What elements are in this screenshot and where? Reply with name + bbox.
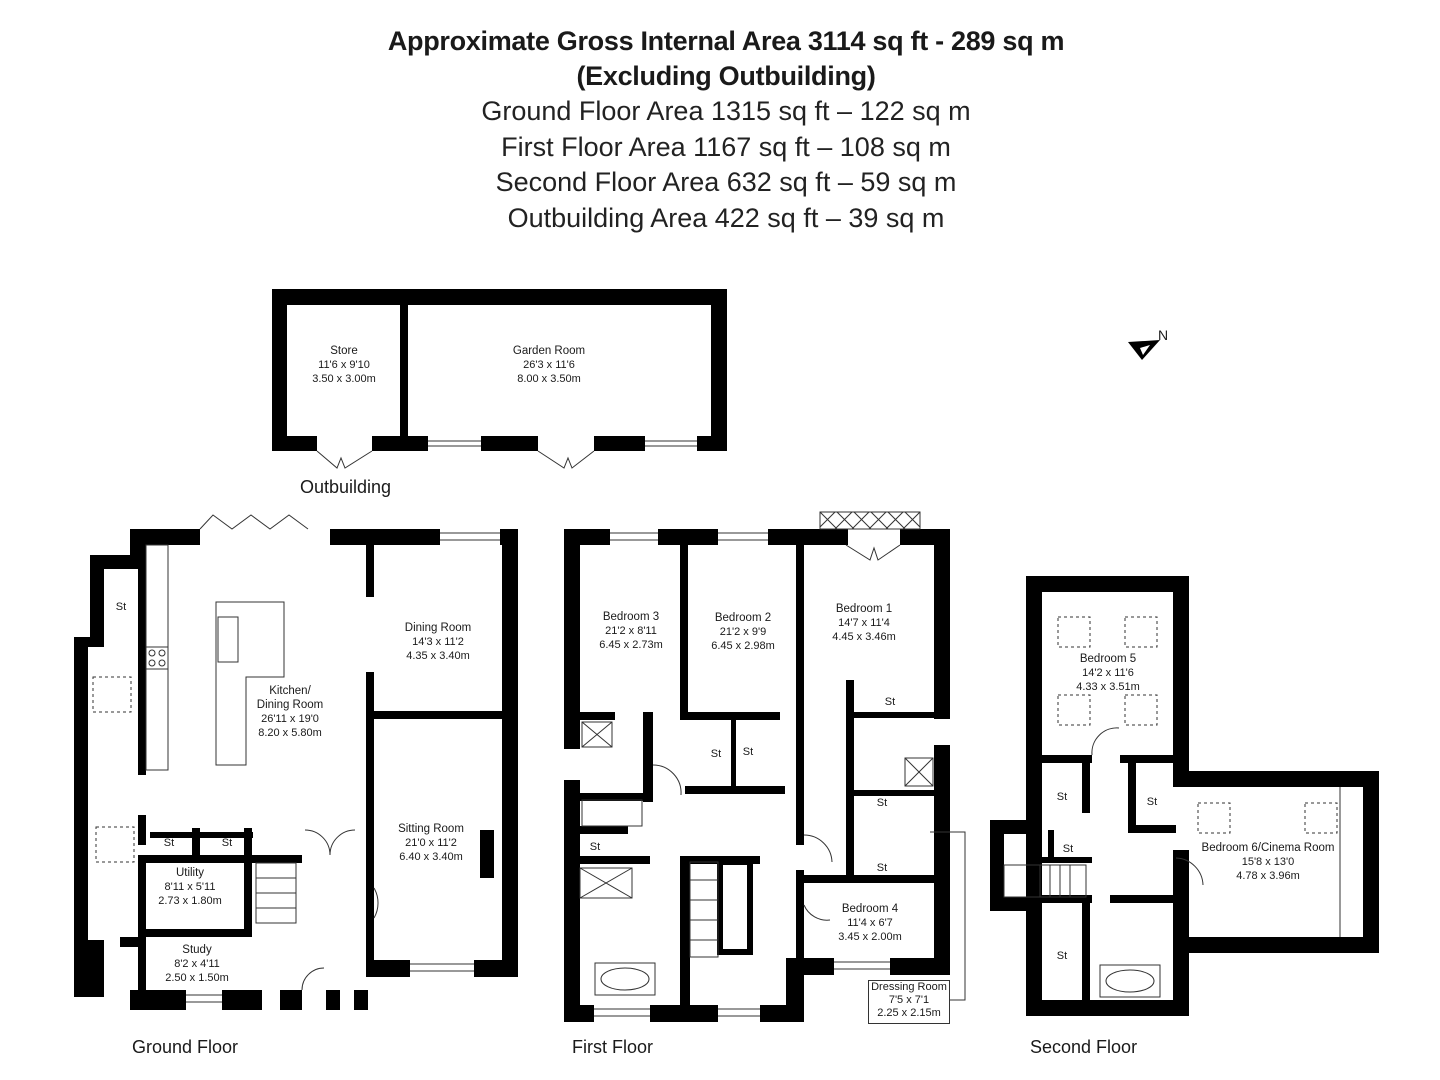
room-metric: 2.73 x 1.80m	[158, 895, 222, 907]
gross-area-title: Approximate Gross Internal Area 3114 sq …	[387, 26, 1065, 56]
store-label: St	[742, 746, 754, 758]
store-label: St	[1062, 843, 1074, 855]
room-imperial: 8'2 x 4'11	[174, 958, 220, 970]
room-metric: 6.40 x 3.40m	[399, 851, 463, 863]
gross-area-subtitle: (Excluding Outbuilding)	[576, 61, 876, 91]
room-study: Study 8'2 x 4'11 2.50 x 1.50m	[165, 943, 229, 985]
room-dressing-room: Dressing Room 7'5 x 7'1 2.25 x 2.15m	[868, 980, 950, 1024]
room-metric: 6.45 x 2.73m	[599, 639, 663, 651]
room-bedroom-2: Bedroom 2 21'2 x 9'9 6.45 x 2.98m	[711, 611, 775, 653]
room-name: Dining Room	[404, 622, 472, 634]
store-label: St	[710, 748, 722, 760]
room-name: Study	[182, 944, 212, 956]
room-metric: 6.45 x 2.98m	[711, 640, 775, 652]
room-imperial: 21'0 x 11'2	[405, 837, 457, 849]
store-label: St	[1056, 791, 1068, 803]
room-name: Bedroom 6/Cinema Room	[1201, 842, 1335, 854]
north-label: N	[1158, 327, 1169, 343]
room-name: Bedroom 2	[714, 612, 772, 624]
store-label: St	[884, 696, 896, 708]
store-label: St	[876, 862, 888, 874]
room-name: Bedroom 3	[602, 611, 660, 623]
room-imperial: 7'5 x 7'1	[888, 994, 930, 1006]
room-imperial: 11'6 x 9'10	[318, 359, 370, 371]
room-metric: 4.45 x 3.46m	[832, 631, 896, 643]
room-metric: 3.50 x 3.00m	[312, 373, 376, 385]
room-name: Dressing Room	[871, 981, 947, 993]
room-imperial: 21'2 x 8'11	[605, 625, 657, 637]
store-label: St	[1146, 796, 1158, 808]
room-metric: 8.00 x 3.50m	[517, 373, 581, 385]
room-sitting-room: Sitting Room 21'0 x 11'2 6.40 x 3.40m	[398, 822, 464, 864]
second-floor-label: Second Floor	[1030, 1037, 1138, 1057]
area-summary: Approximate Gross Internal Area 3114 sq …	[0, 24, 1440, 236]
store-label: St	[163, 837, 175, 849]
room-utility: Utility 8'11 x 5'11 2.73 x 1.80m	[158, 866, 222, 908]
store-label: St	[876, 797, 888, 809]
room-name: Sitting Room	[398, 823, 464, 835]
room-kitchen-dining: Kitchen/ Dining Room 26'11 x 19'0 8.20 x…	[257, 684, 323, 740]
room-metric: 4.33 x 3.51m	[1076, 681, 1140, 693]
room-metric: 8.20 x 5.80m	[258, 727, 322, 739]
room-imperial: 14'2 x 11'6	[1082, 667, 1134, 679]
store-label: St	[1056, 950, 1068, 962]
room-bedroom-4: Bedroom 4 11'4 x 6'7 3.45 x 2.00m	[838, 902, 902, 944]
room-imperial: 11'4 x 6'7	[847, 917, 893, 929]
room-imperial: 26'11 x 19'0	[261, 713, 319, 725]
room-imperial: 14'3 x 11'2	[412, 636, 464, 648]
north-arrow-icon	[1128, 340, 1160, 360]
first-floor-label: First Floor	[572, 1037, 653, 1057]
room-imperial: 15'8 x 13'0	[1241, 856, 1295, 868]
room-name: Bedroom 1	[835, 603, 893, 615]
first-floor-area: First Floor Area 1167 sq ft – 108 sq m	[501, 131, 951, 162]
room-bedroom-1: Bedroom 1 14'7 x 11'4 4.45 x 3.46m	[832, 602, 896, 644]
room-metric: 3.45 x 2.00m	[838, 931, 902, 943]
room-metric: 4.35 x 3.40m	[406, 650, 470, 662]
outbuilding-area: Outbuilding Area 422 sq ft – 39 sq m	[507, 202, 945, 233]
room-metric: 2.50 x 1.50m	[165, 972, 229, 984]
room-name: Utility	[175, 867, 205, 879]
room-metric: 2.25 x 2.15m	[877, 1007, 941, 1019]
ground-floor-area: Ground Floor Area 1315 sq ft – 122 sq m	[481, 96, 971, 126]
store-label: St	[115, 601, 127, 613]
room-name: Kitchen/	[269, 685, 311, 697]
room-imperial: 8'11 x 5'11	[164, 881, 216, 893]
store-label: St	[221, 837, 233, 849]
room-name: Garden Room	[512, 345, 586, 357]
room-name-line2: Dining Room	[256, 699, 324, 711]
outbuilding-label: Outbuilding	[300, 477, 392, 497]
store-label: St	[589, 841, 601, 853]
room-imperial: 14'7 x 11'4	[838, 617, 890, 629]
room-bedroom-3: Bedroom 3 21'2 x 8'11 6.45 x 2.73m	[599, 610, 663, 652]
room-store: Store 11'6 x 9'10 3.50 x 3.00m	[312, 344, 376, 386]
room-name: Bedroom 4	[841, 903, 899, 915]
second-floor-area: Second Floor Area 632 sq ft – 59 sq m	[495, 167, 957, 197]
room-metric: 4.78 x 3.96m	[1236, 870, 1300, 882]
room-bedroom-5: Bedroom 5 14'2 x 11'6 4.33 x 3.51m	[1076, 652, 1140, 694]
room-imperial: 26'3 x 11'6	[523, 359, 575, 371]
room-imperial: 21'2 x 9'9	[719, 626, 767, 638]
room-name: Store	[330, 345, 358, 357]
room-bedroom-6-cinema: Bedroom 6/Cinema Room 15'8 x 13'0 4.78 x…	[1202, 841, 1335, 883]
room-garden-room: Garden Room 26'3 x 11'6 8.00 x 3.50m	[513, 344, 585, 386]
room-name: Bedroom 5	[1079, 653, 1137, 665]
ground-floor-label: Ground Floor	[132, 1037, 239, 1057]
room-dining-room: Dining Room 14'3 x 11'2 4.35 x 3.40m	[405, 621, 471, 663]
